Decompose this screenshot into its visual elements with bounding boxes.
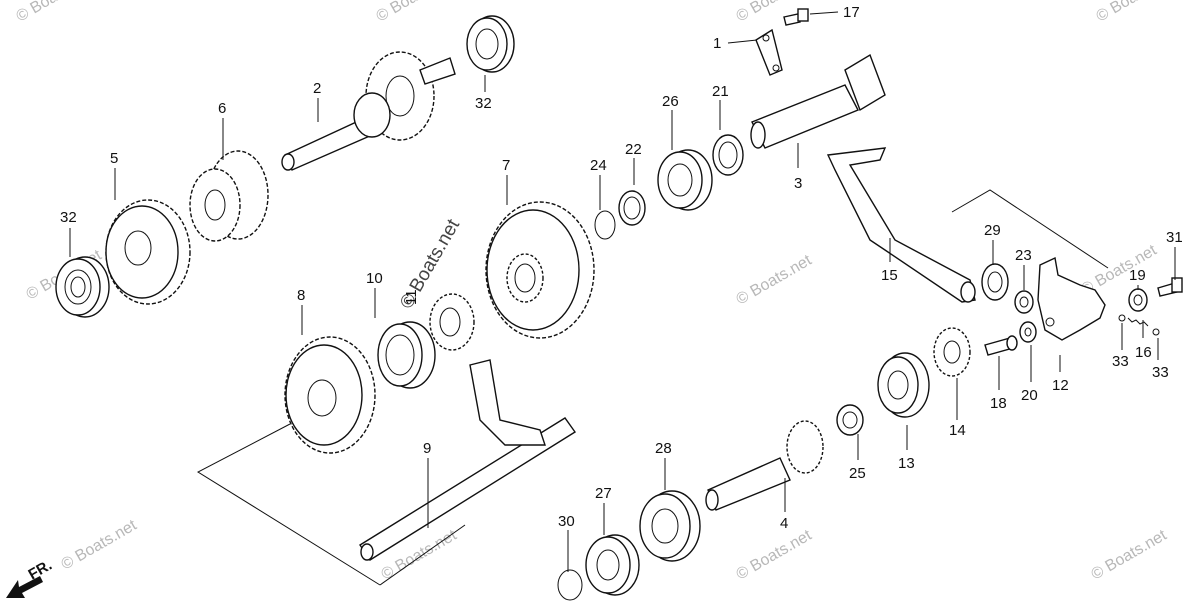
part-number-8[interactable]: 8: [297, 287, 305, 304]
part-number-5[interactable]: 5: [110, 150, 118, 167]
bearing-32-top[interactable]: [466, 15, 515, 73]
washer-22[interactable]: [618, 190, 646, 226]
gear-5[interactable]: [105, 199, 191, 305]
part-number-15[interactable]: 15: [881, 267, 898, 284]
bearing-26[interactable]: [657, 149, 713, 211]
part-number-4[interactable]: 4: [780, 515, 788, 532]
part-number-29[interactable]: 29: [984, 222, 1001, 239]
part-number-24[interactable]: 24: [590, 157, 607, 174]
gear-14[interactable]: [933, 327, 971, 377]
washer-23[interactable]: [1014, 290, 1034, 314]
part-number-6[interactable]: 6: [218, 100, 226, 117]
part-number-18[interactable]: 18: [990, 395, 1007, 412]
bolt-18[interactable]: [984, 335, 1018, 356]
part-number-26[interactable]: 26: [662, 93, 679, 110]
gear-13[interactable]: [877, 352, 930, 418]
part-number-1[interactable]: 1: [713, 35, 721, 52]
part-number-32-top[interactable]: 32: [475, 95, 492, 112]
shift-fork-9[interactable]: [359, 359, 577, 561]
part-number-20[interactable]: 20: [1021, 387, 1038, 404]
part-number-3[interactable]: 3: [794, 175, 802, 192]
shaft-3[interactable]: [750, 53, 886, 149]
spring-16[interactable]: [1127, 317, 1149, 327]
circlip-24[interactable]: [594, 210, 616, 240]
group-outline-left: [196, 423, 466, 586]
part-number-21[interactable]: 21: [712, 83, 729, 100]
watermark-text: © Boats.net: [59, 517, 141, 574]
part-number-labels: 1 2 3 4 5 6 7 8 9 10 11 12 13 14 15 16 1…: [60, 4, 1183, 532]
plate-1[interactable]: [755, 28, 783, 76]
gear-11[interactable]: [429, 293, 475, 351]
watermark-text: © Boats.net: [374, 0, 456, 25]
clip-33[interactable]: [1118, 314, 1160, 336]
washer-21[interactable]: [712, 134, 744, 176]
shaft-2[interactable]: [281, 51, 456, 171]
bearing-27[interactable]: [585, 534, 640, 596]
part-number-33-left[interactable]: 33: [1112, 353, 1129, 370]
watermark-text: © Boats.net: [14, 0, 96, 25]
washer-20[interactable]: [1019, 321, 1037, 343]
washer-19[interactable]: [1128, 288, 1148, 312]
watermark-text: © Boats.net: [1089, 527, 1171, 584]
gear-8[interactable]: [284, 336, 376, 454]
needle-bearing-25[interactable]: [836, 404, 864, 436]
part-number-23[interactable]: 23: [1015, 247, 1032, 264]
part-number-19[interactable]: 19: [1129, 267, 1146, 284]
front-direction-label: FR.: [26, 557, 55, 584]
group-outline-right: [951, 189, 1109, 269]
gear-6[interactable]: [189, 150, 269, 242]
part-number-2[interactable]: 2: [313, 80, 321, 97]
part-number-33-right[interactable]: 33: [1152, 364, 1169, 381]
circlip-30[interactable]: [557, 569, 583, 601]
part-number-17[interactable]: 17: [843, 4, 860, 21]
watermark-text: © Boats.net: [734, 252, 816, 309]
bolt-31[interactable]: [1157, 277, 1183, 297]
bearing-28[interactable]: [639, 490, 701, 562]
bearing-29[interactable]: [981, 263, 1009, 301]
bracket-12[interactable]: [1037, 256, 1106, 341]
part-number-12[interactable]: 12: [1052, 377, 1069, 394]
part-number-27[interactable]: 27: [595, 485, 612, 502]
part-number-22[interactable]: 22: [625, 141, 642, 158]
part-number-13[interactable]: 13: [898, 455, 915, 472]
bolt-17[interactable]: [783, 8, 809, 26]
part-number-10[interactable]: 10: [366, 270, 383, 287]
part-number-7[interactable]: 7: [502, 157, 510, 174]
part-number-30[interactable]: 30: [558, 513, 575, 530]
front-direction-arrow-icon: FR.: [6, 557, 55, 598]
leader-lines: [69, 11, 1176, 572]
part-number-11[interactable]: 11: [403, 289, 420, 305]
part-number-16[interactable]: 16: [1135, 344, 1152, 361]
part-number-9[interactable]: 9: [423, 440, 431, 457]
part-number-28[interactable]: 28: [655, 440, 672, 457]
bearing-32-left[interactable]: [55, 256, 110, 318]
watermark-text: © Boats.net: [734, 527, 816, 584]
part-number-31[interactable]: 31: [1166, 229, 1183, 246]
pedal-arm-15[interactable]: [826, 147, 976, 303]
part-number-25[interactable]: 25: [849, 465, 866, 482]
collar-10[interactable]: [377, 321, 436, 389]
part-number-32-left[interactable]: 32: [60, 209, 77, 226]
gear-7[interactable]: [485, 201, 595, 339]
watermark-text: © Boats.net: [1094, 0, 1176, 25]
part-number-14[interactable]: 14: [949, 422, 966, 439]
shaft-4[interactable]: [705, 420, 824, 511]
